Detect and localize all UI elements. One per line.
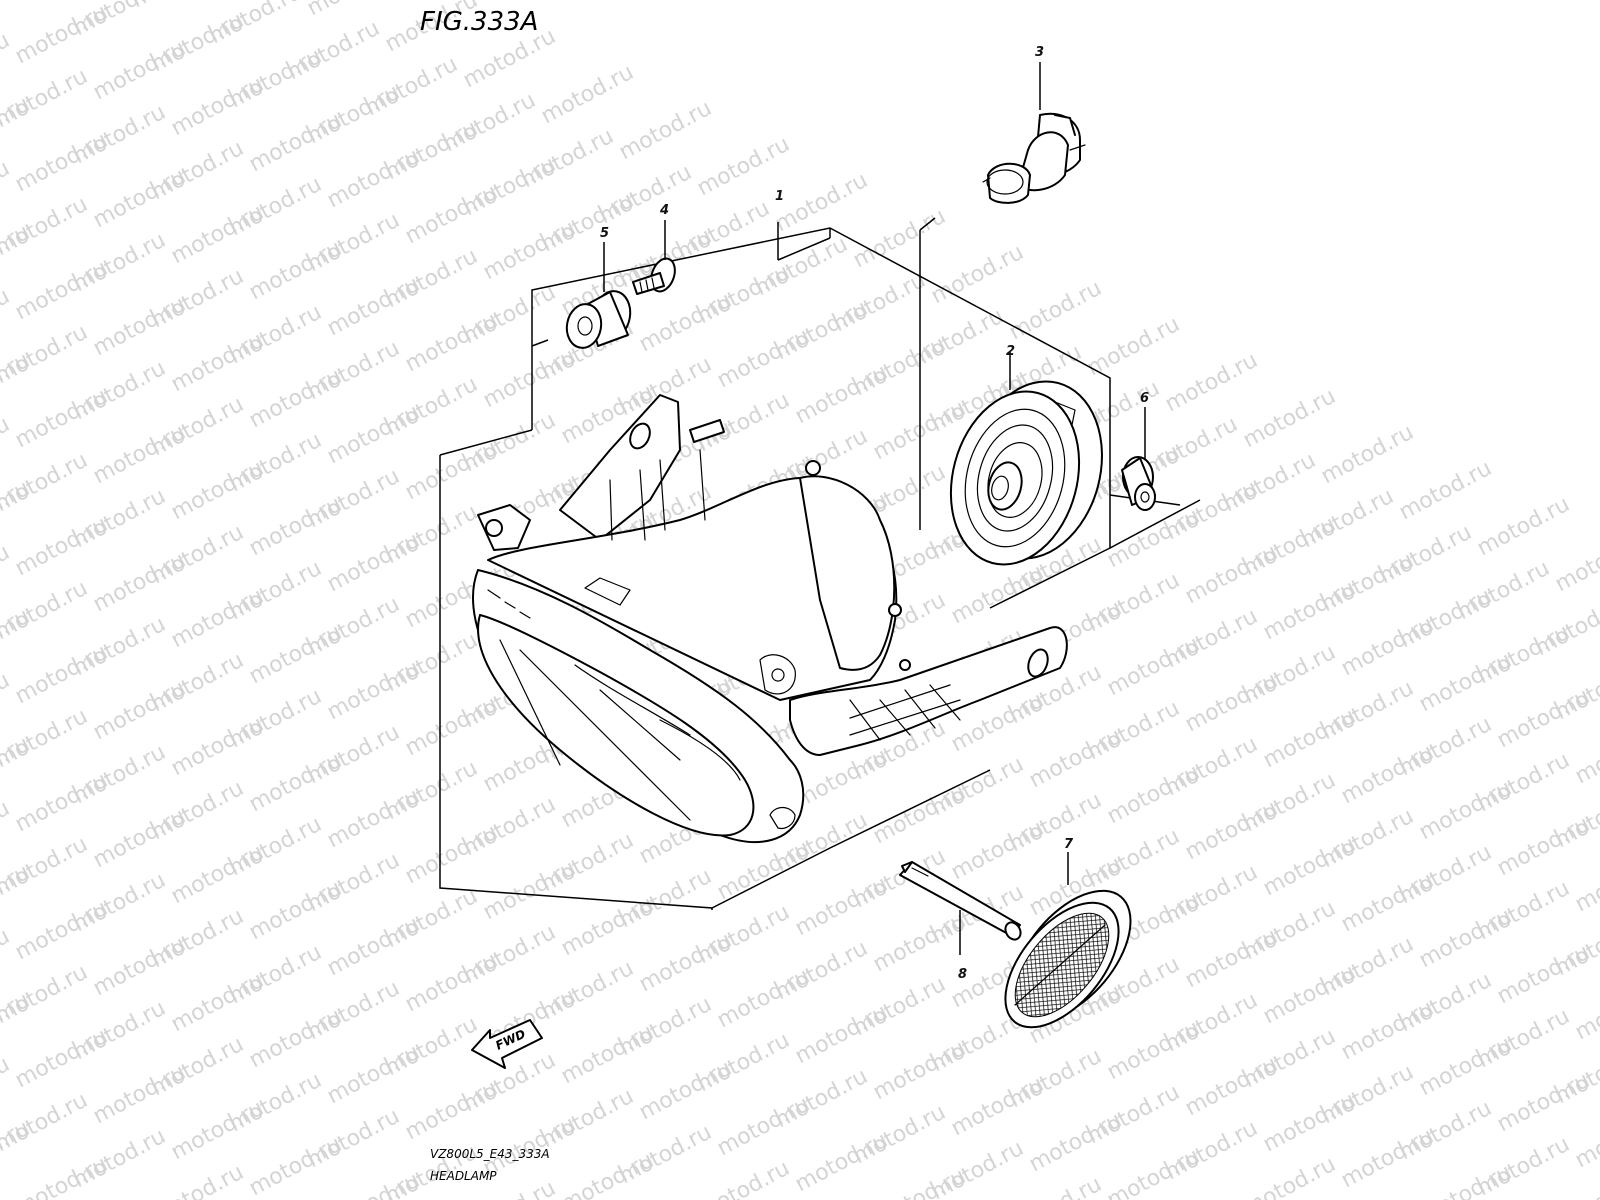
callout-2: 2 <box>1006 344 1015 359</box>
screw <box>632 257 676 295</box>
fwd-arrow-icon: FWD <box>471 1019 543 1069</box>
callout-4: 4 <box>659 203 669 218</box>
headlight-bulb <box>982 112 1086 204</box>
figure-caption: HEADLAMP <box>430 1169 497 1183</box>
reflex-reflector <box>1004 889 1132 1029</box>
damper <box>1121 456 1156 511</box>
shaft <box>899 861 1022 941</box>
callout-7: 7 <box>1064 837 1074 852</box>
callout-6: 6 <box>1140 391 1149 406</box>
callout-1: 1 <box>775 189 784 204</box>
headlamp-housing <box>472 394 911 843</box>
callout-labels: 3 1 4 5 2 6 7 8 <box>600 45 1149 982</box>
grommet <box>565 290 632 349</box>
mounting-stay <box>789 626 1068 756</box>
assembly-outline <box>439 217 1201 910</box>
callout-3: 3 <box>1035 45 1044 60</box>
callout-5: 5 <box>600 226 609 241</box>
callout-8: 8 <box>958 967 967 982</box>
reflector-socket <box>949 380 1103 566</box>
figure-title: FIG.333A <box>420 7 538 37</box>
model-code: VZ800L5_E43_333A <box>430 1147 550 1161</box>
callout-leaders <box>603 62 1146 955</box>
